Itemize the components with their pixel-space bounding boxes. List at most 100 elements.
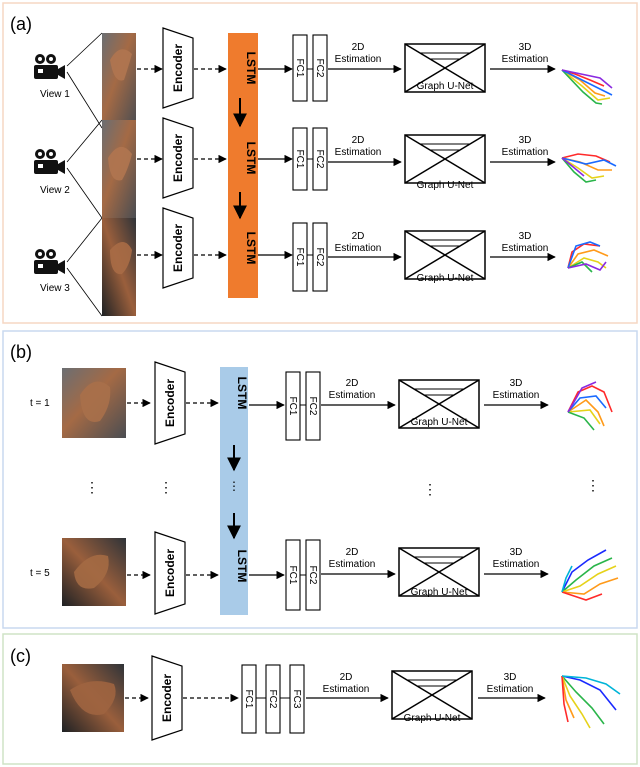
- fc2-block: [312, 222, 328, 292]
- graph-unet-label: Graph U-Net: [417, 81, 474, 92]
- fc1-label: FC1: [294, 150, 305, 169]
- fc1-block: [292, 34, 308, 102]
- lstm-label: LSTM: [244, 142, 258, 175]
- encoder-label: Encoder: [163, 379, 177, 427]
- 3d-hand-skeleton: [561, 549, 619, 601]
- graph-unet-label: Graph U-Net: [417, 273, 474, 284]
- encoder-label: Encoder: [171, 134, 185, 182]
- hand-image: [102, 33, 136, 128]
- svg-text:Estimation: Estimation: [493, 390, 540, 401]
- svg-text:3D: 3D: [510, 378, 523, 389]
- svg-text:3D: 3D: [504, 672, 517, 683]
- encoder-block: [151, 655, 183, 741]
- 3d-hand-skeleton: [567, 381, 613, 431]
- fc2-block: [265, 664, 281, 734]
- panel-a-label: (a): [10, 14, 32, 34]
- view-label: View 3: [40, 283, 70, 294]
- fc2-label: FC2: [307, 397, 318, 416]
- lstm-label: LSTM: [235, 377, 249, 410]
- fc1-block: [241, 664, 257, 734]
- panel-a-row-3: View 3 Encoder LSTM FC1 FC2 2D Estimatio…: [34, 207, 609, 317]
- camera-icon: [34, 249, 65, 274]
- panel-b-row-2: t = 5 Encoder LSTM FC1 FC2 2D Estimation…: [30, 531, 619, 615]
- svg-text:Estimation: Estimation: [335, 243, 382, 254]
- graph-unet-label: Graph U-Net: [417, 180, 474, 191]
- svg-text:2D: 2D: [340, 672, 353, 683]
- encoder-block: [154, 531, 186, 615]
- fc1-label: FC1: [294, 248, 305, 267]
- fc1-label: FC1: [243, 690, 254, 709]
- view-label: View 1: [40, 89, 70, 100]
- fc1-label: FC1: [287, 566, 298, 585]
- fc3-block: [289, 664, 305, 734]
- svg-text:Estimation: Estimation: [335, 147, 382, 158]
- svg-text:Estimation: Estimation: [329, 390, 376, 401]
- fc2-label: FC2: [314, 59, 325, 78]
- svg-text:Estimation: Estimation: [323, 684, 370, 695]
- fc2-label: FC2: [314, 248, 325, 267]
- view-label: View 2: [40, 185, 70, 196]
- 3d-hand-skeleton: [567, 241, 609, 273]
- svg-text:Estimation: Estimation: [487, 684, 534, 695]
- 3d-hand-skeleton: [561, 675, 621, 729]
- panel-c-frame: [2, 633, 638, 765]
- fc1-label: FC1: [294, 59, 305, 78]
- encoder-label: Encoder: [160, 674, 174, 722]
- fc1-block: [292, 222, 308, 292]
- svg-text:Estimation: Estimation: [329, 559, 376, 570]
- graph-unet-label: Graph U-Net: [411, 587, 468, 598]
- encoder-block: [154, 361, 186, 445]
- graph-unet-block: [404, 43, 486, 93]
- panel-a-row-2: View 2 Encoder LSTM FC1 FC2 2D Estimatio…: [34, 117, 617, 219]
- svg-text:2D: 2D: [346, 547, 359, 558]
- svg-text:Estimation: Estimation: [502, 243, 549, 254]
- graph-unet-block: [391, 670, 473, 720]
- fc3-label: FC3: [291, 690, 302, 709]
- graph-unet-label: Graph U-Net: [404, 713, 461, 724]
- svg-text:2D: 2D: [352, 135, 365, 146]
- ellipsis: ⋮: [159, 479, 173, 495]
- fc2-block: [305, 371, 321, 441]
- fc2-block: [305, 539, 321, 611]
- lstm-ellipsis: ⋮: [228, 479, 240, 493]
- svg-text:2D: 2D: [346, 378, 359, 389]
- lstm-label: LSTM: [244, 232, 258, 265]
- camera-icon: [34, 149, 65, 174]
- panel-c-label: (c): [10, 646, 31, 666]
- panel-b-row-1: t = 1 Encoder LSTM FC1 FC2 2D Estimation…: [30, 361, 613, 445]
- fc2-label: FC2: [307, 566, 318, 585]
- time-label: t = 5: [30, 568, 50, 579]
- time-label: t = 1: [30, 398, 50, 409]
- encoder-block: [162, 27, 194, 109]
- lstm-column-b: [220, 367, 248, 615]
- graph-unet-block: [404, 230, 486, 280]
- panel-b-frame: [2, 330, 638, 629]
- fc2-block: [312, 34, 328, 102]
- encoder-label: Encoder: [163, 549, 177, 597]
- lstm-label: LSTM: [235, 550, 249, 583]
- graph-unet-block: [398, 547, 480, 597]
- encoder-block: [162, 207, 194, 289]
- svg-text:Estimation: Estimation: [335, 54, 382, 65]
- svg-text:3D: 3D: [519, 42, 532, 53]
- fc2-label: FC2: [267, 690, 278, 709]
- fc1-block: [285, 371, 301, 441]
- graph-unet-block: [404, 134, 486, 184]
- panel-c-row: Encoder FC1 FC2 FC3 2D Estimation Graph …: [62, 655, 621, 741]
- encoder-block: [162, 117, 194, 199]
- svg-text:Estimation: Estimation: [493, 559, 540, 570]
- svg-text:3D: 3D: [510, 547, 523, 558]
- fc2-label: FC2: [314, 150, 325, 169]
- panel-b-label: (b): [10, 342, 32, 362]
- encoder-label: Encoder: [171, 44, 185, 92]
- svg-text:Estimation: Estimation: [502, 54, 549, 65]
- svg-text:2D: 2D: [352, 231, 365, 242]
- graph-unet-block: [398, 379, 480, 429]
- graph-unet-label: Graph U-Net: [411, 417, 468, 428]
- fc2-block: [312, 127, 328, 191]
- lstm-column-a: [228, 33, 258, 298]
- ellipsis: ⋮: [423, 481, 437, 497]
- lstm-label: LSTM: [244, 52, 258, 85]
- svg-text:3D: 3D: [519, 231, 532, 242]
- encoder-label: Encoder: [171, 224, 185, 272]
